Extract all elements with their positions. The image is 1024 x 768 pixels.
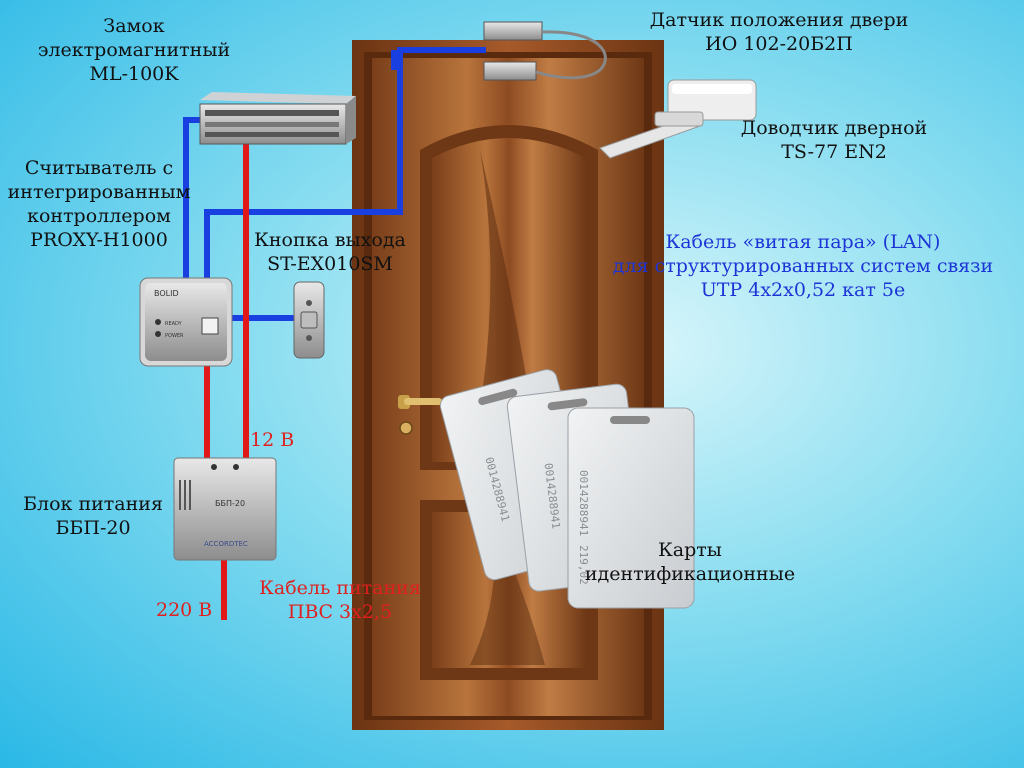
id-cards: 0014288941 0014288941 0014288941 219,02 [439, 369, 695, 609]
door-closer [599, 79, 757, 159]
voltage-12-label: 12 В [250, 429, 295, 451]
exit-button [293, 281, 325, 359]
signal-wires [183, 47, 486, 321]
reader-brand: BOLID [154, 289, 179, 298]
psu-label: ББП-20 [215, 499, 245, 508]
card-number-3: 0014288941 [577, 470, 590, 536]
magnetic-lock [199, 92, 356, 145]
card-code: 219,02 [577, 545, 590, 585]
lan-cable-label: Кабель «витая пара» (LAN)для структуриро… [612, 231, 994, 301]
door-sensor [483, 21, 607, 81]
power-supply: ББП-20 ACCORDTEC [173, 457, 277, 561]
voltage-220-label: 220 В [156, 599, 213, 621]
reader-led-ready: READY [165, 321, 183, 327]
id-card-3: 0014288941 219,02 [567, 407, 695, 609]
proxy-reader: BOLID READY POWER [139, 277, 233, 367]
reader-led-power: POWER [165, 333, 184, 339]
power-wires [204, 140, 249, 620]
psu-brand: ACCORDTEC [204, 540, 248, 548]
